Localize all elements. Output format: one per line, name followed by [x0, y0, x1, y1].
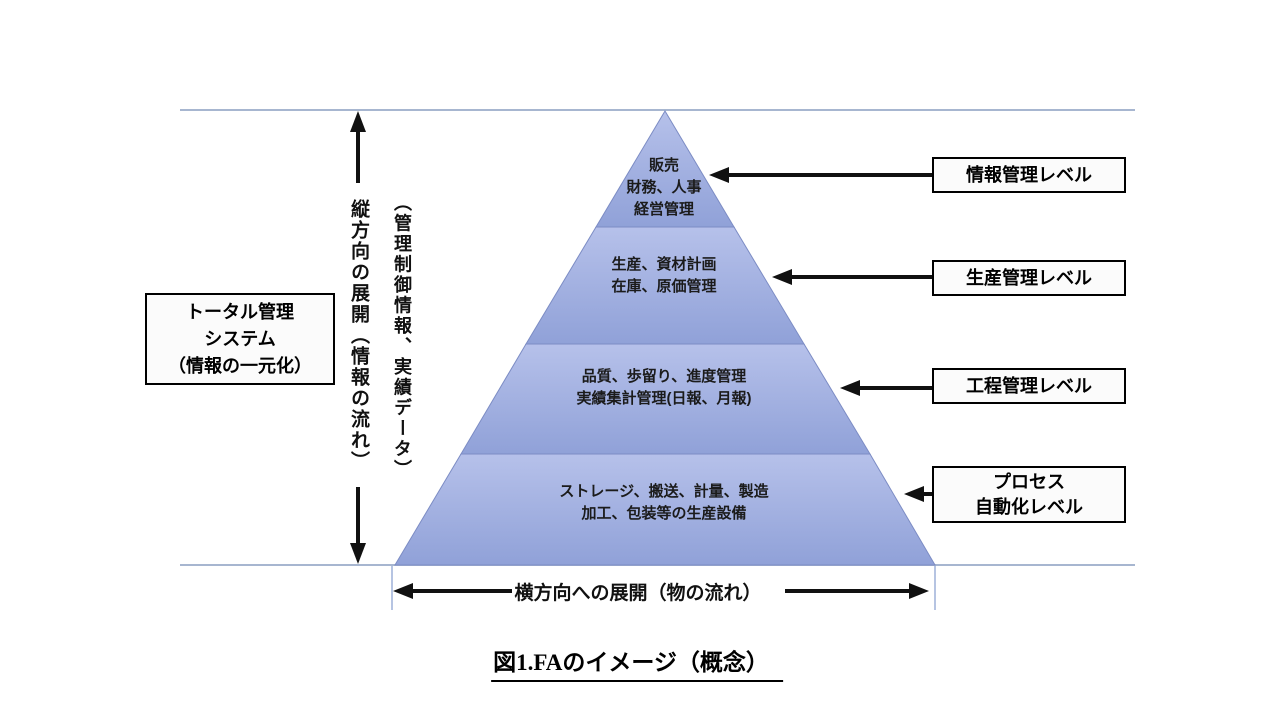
arrow-to-level-2-head-icon	[772, 269, 792, 285]
pyramid	[394, 110, 936, 566]
left-arrow-head-icon	[393, 583, 413, 599]
total-management-line-1: トータル管理	[186, 301, 294, 322]
vertical-axis-sublabel: （管理制御情報、実績データ）	[392, 193, 412, 480]
level-pointer-arrows	[709, 167, 932, 502]
up-arrow-head-icon	[350, 111, 366, 132]
information-management-level-label: 情報管理レベル	[966, 164, 1092, 185]
arrow-to-level-3-head-icon	[840, 380, 860, 396]
level-4-line-2: 加工、包装等の生産設備	[581, 505, 747, 522]
level-2-line-2: 在庫、原価管理	[611, 278, 717, 295]
process-management-level-box: 工程管理レベル	[932, 368, 1126, 404]
information-management-level-box: 情報管理レベル	[932, 157, 1126, 193]
level-4-line-1: ストレージ、搬送、計量、製造	[559, 483, 769, 500]
horizontal-axis-label: 横方向への展開（物の流れ）	[514, 583, 762, 604]
process-automation-level-box: プロセス 自動化レベル	[932, 466, 1126, 523]
process-automation-level-label-line-1: プロセス	[993, 472, 1065, 493]
arrow-to-level-1-head-icon	[709, 167, 729, 183]
vertical-flow-arrow	[350, 111, 366, 564]
pyramid-level-2-text: 生産、資材計画 在庫、原価管理	[611, 254, 716, 298]
process-automation-level-label-line-2: 自動化レベル	[975, 496, 1083, 517]
down-arrow-head-icon	[350, 543, 366, 564]
total-management-system-box: トータル管理 システム （情報の一元化）	[145, 293, 335, 385]
horizontal-flow-arrow	[391, 566, 936, 610]
pyramid-level-4-shape	[394, 453, 936, 566]
level-3-line-1: 品質、歩留り、進度管理	[581, 368, 747, 385]
level-1-line-1: 販売	[648, 157, 680, 174]
right-arrow-head-icon	[909, 583, 929, 599]
production-management-level-box: 生産管理レベル	[932, 260, 1126, 296]
figure-caption: 図1.FAのイメージ（概念）	[491, 643, 783, 682]
vertical-axis-label: 縦方向の展開（情報の流れ）	[348, 199, 369, 472]
arrow-to-level-4-head-icon	[904, 486, 924, 502]
total-management-line-2: システム	[204, 328, 276, 349]
level-3-line-2: 実績集計管理(日報、月報)	[576, 390, 752, 407]
level-1-line-3: 経営管理	[633, 201, 695, 218]
process-management-level-label: 工程管理レベル	[966, 375, 1092, 396]
pyramid-level-3-text: 品質、歩留り、進度管理 実績集計管理(日報、月報)	[577, 366, 752, 410]
level-1-line-2: 財務、人事	[626, 179, 702, 196]
production-management-level-label: 生産管理レベル	[966, 267, 1092, 288]
pyramid-level-4-text: ストレージ、搬送、計量、製造 加工、包装等の生産設備	[559, 481, 768, 525]
level-2-line-1: 生産、資材計画	[611, 256, 717, 273]
pyramid-level-1-text: 販売 財務、人事 経営管理	[626, 155, 701, 221]
total-management-line-3: （情報の一元化）	[168, 355, 312, 376]
